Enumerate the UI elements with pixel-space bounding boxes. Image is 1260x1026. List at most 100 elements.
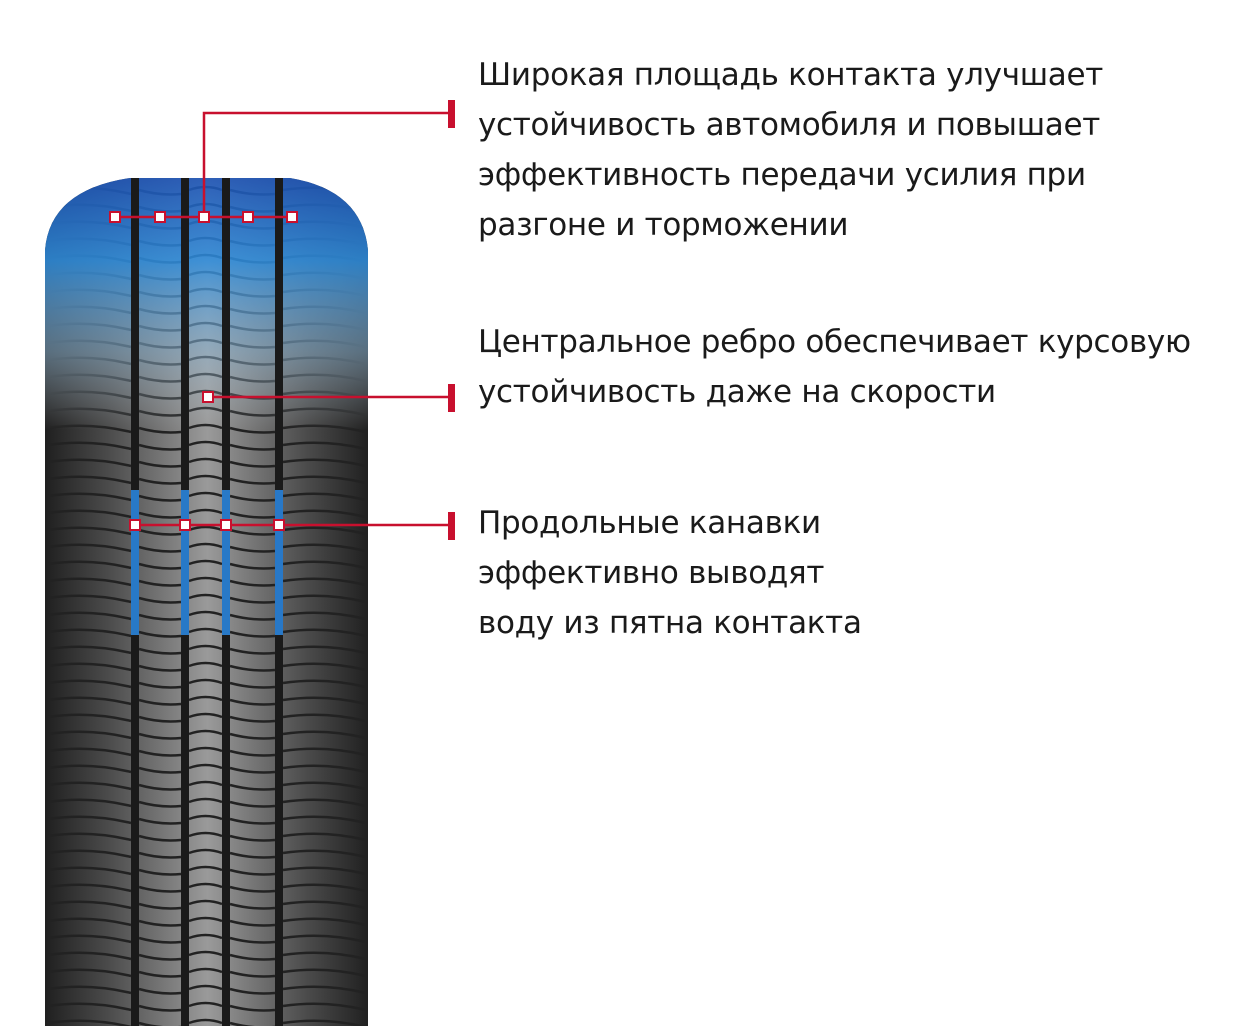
tread-sipe [229,919,276,927]
tread-sipe [138,511,182,519]
tread-sipe [188,780,223,787]
tread-sipe [47,917,132,927]
tread-sipe [229,681,276,689]
tread-sipe [229,613,276,621]
tread-sipe [138,562,182,570]
tread-sipe [47,1019,132,1026]
tread-sipe [138,681,182,689]
tread-sipe [47,509,132,519]
tread-sipe [282,866,367,876]
tread-sipe [229,1004,276,1012]
tread-sipe [282,475,367,485]
tread-sipe [229,817,276,825]
tread-sipe [229,868,276,876]
tread-sipe [229,800,276,808]
tread-sipe [47,458,132,468]
tread-sipe [188,457,223,464]
tread-sipe [229,494,276,502]
callout-line-text: Широкая площадь контакта улучшает [478,57,1104,93]
tread-sipe [138,936,182,944]
tread-sipe [188,848,223,855]
tread-sipe [282,560,367,570]
tread-sipe [229,698,276,706]
tread-sipe [282,594,367,604]
tread-sipe [47,883,132,893]
tread-sipe [282,645,367,655]
tread-sipe [47,747,132,757]
tread-sipe [282,934,367,944]
tread-sipe [229,715,276,723]
tread-sipe [282,1002,367,1012]
tread-sipe [282,492,367,502]
tread-sipe [47,645,132,655]
tread-sipe [138,970,182,978]
tread-sipe [138,647,182,655]
tread-sipe [188,695,223,702]
tread-sipe [229,579,276,587]
tread-sipe [188,831,223,838]
tread-sipe [229,987,276,995]
tread-sipe [47,441,132,451]
tread-sipe [188,440,223,447]
tread-sipe [229,562,276,570]
tread-sipe [138,613,182,621]
tread-sipe [47,781,132,791]
tread-sipe [188,729,223,736]
tread-sipe [47,713,132,723]
tread-sipe [188,1001,223,1008]
tread-sipe [138,868,182,876]
callout-point-markers [109,211,298,531]
tread-sipe [229,783,276,791]
tread-sipe [282,628,367,638]
tread-sipe [47,577,132,587]
tread-sipe [229,970,276,978]
tread-sipe [47,526,132,536]
tread-sipe [188,746,223,753]
callout-line-text: устойчивость даже на скорости [478,374,996,410]
tread-sipe [47,662,132,672]
tread-sipe [138,1021,182,1026]
tread-sipe [188,678,223,685]
tread-sipe [188,712,223,719]
tread-sipe [229,528,276,536]
tread-sipe [229,953,276,961]
tread-sipe [282,543,367,553]
tread-sipe [138,732,182,740]
tread-sipe [188,763,223,770]
callout-line-text: эффективно выводят [478,555,825,591]
tread-sipe [229,834,276,842]
tread-sipe [188,542,223,549]
tread-sipe [188,610,223,617]
tread-sipe [138,698,182,706]
tread-sipe [47,679,132,689]
tread-sipe [282,458,367,468]
tread-sipe [47,849,132,859]
tread-sipe [282,900,367,910]
tread-sipe [138,834,182,842]
tread-sipe [138,919,182,927]
tread-sipe [47,475,132,485]
tread-sipe [138,953,182,961]
tread-sipe [282,798,367,808]
callout-line-text: эффективность передачи усилия при [478,157,1086,193]
tread-sipe [188,899,223,906]
tread-sipe [47,985,132,995]
tread-sipe [47,832,132,842]
tread-sipe [138,715,182,723]
tread-sipe [229,936,276,944]
tread-sipe [188,950,223,957]
tread-sipe [138,443,182,451]
tread-sipe [138,477,182,485]
tread-sipe [282,832,367,842]
tread-sipe [229,902,276,910]
groove-water-highlight [131,490,283,635]
tread-sipe [229,885,276,893]
tread-sipe [47,934,132,944]
callout-line-text: устойчивость автомобиля и повышает [478,107,1100,143]
tread-sipe [138,460,182,468]
tread-sipe [138,630,182,638]
callout-line-text: воду из пятна контакта [478,605,862,641]
tread-sipe [138,494,182,502]
tread-sipe [282,849,367,859]
tread-sipe [47,968,132,978]
